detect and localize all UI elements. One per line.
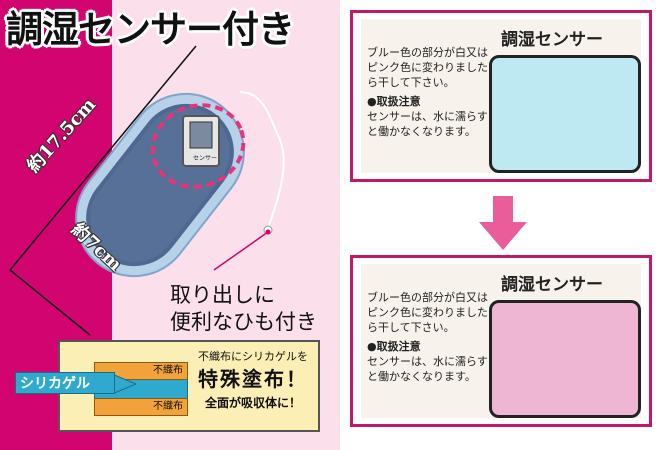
nonwoven-bottom-layer: 不織布 xyxy=(94,398,188,416)
sensor-after-instructions: ブルー色の部分が白又はピンク色に変わりましたら干して下さい。 xyxy=(367,291,488,334)
sensor-blue-swatch xyxy=(489,55,641,173)
sensor-before-panel: 調湿センサー ブルー色の部分が白又はピンク色に変わりましたら干して下さい。 ●取… xyxy=(350,10,652,182)
sensor-after-title: 調湿センサー xyxy=(501,275,603,295)
sensor-after-card: 調湿センサー ブルー色の部分が白又はピンク色に変わりましたら干して下さい。 ●取… xyxy=(361,264,641,418)
nonwoven-top-layer: 不織布 xyxy=(94,362,188,380)
length-dimension-line xyxy=(9,45,197,271)
sensor-before-caution-body: センサーは、水に濡らすと働かなくなります。 xyxy=(367,110,488,138)
string-pointer-dot xyxy=(265,229,271,235)
sensor-before-card: 調湿センサー ブルー色の部分が白又はピンク色に変わりましたら干して下さい。 ●取… xyxy=(361,19,641,173)
string-caption-line2: 便利なひも付き xyxy=(170,310,317,334)
sensor-after-caution-body: センサーは、水に濡らすと働かなくなります。 xyxy=(367,355,488,383)
sensor-highlight-circle xyxy=(150,103,246,189)
sensor-after-caution-heading: ●取扱注意 xyxy=(367,340,421,353)
sensor-before-instructions: ブルー色の部分が白又はピンク色に変わりましたら干して下さい。 xyxy=(367,46,488,89)
page-title: 調湿センサー付き xyxy=(6,7,295,51)
sensor-after-panel: 調湿センサー ブルー色の部分が白又はピンク色に変わりましたら干して下さい。 ●取… xyxy=(350,255,652,427)
sensor-before-title: 調湿センサー xyxy=(501,30,603,50)
material-description: 不織布にシリカゲルを 特殊塗布！ 全面が吸収体に！ xyxy=(188,348,318,413)
dehumidifier-pad-illustration: センサー xyxy=(9,45,285,336)
silica-pointer-arrow xyxy=(112,374,136,394)
string-caption-line1: 取り出しに xyxy=(170,283,275,307)
material-line1: 不織布にシリカゲルを xyxy=(198,350,308,363)
down-arrow-icon xyxy=(479,196,527,250)
length-dimension-tick xyxy=(9,269,91,336)
sensor-after-text: ブルー色の部分が白又はピンク色に変わりましたら干して下さい。 ●取扱注意 センサ… xyxy=(367,290,489,388)
pad-string xyxy=(239,91,285,229)
sensor-window-screen xyxy=(189,121,213,149)
material-line2: 特殊塗布！ xyxy=(198,367,308,391)
sensor-before-text: ブルー色の部分が白又はピンク色に変わりましたら干して下さい。 ●取扱注意 センサ… xyxy=(367,45,489,143)
silica-gel-tag: シリカゲル xyxy=(15,372,115,394)
material-line3: 全面が吸収体に！ xyxy=(204,396,301,410)
sensor-before-caution-heading: ●取扱注意 xyxy=(367,95,421,108)
sensor-window-label: センサー xyxy=(193,155,217,162)
string-pointer-line xyxy=(213,231,269,271)
sensor-pink-swatch xyxy=(489,300,641,418)
string-caption: 取り出しに 便利なひも付き xyxy=(170,282,340,336)
